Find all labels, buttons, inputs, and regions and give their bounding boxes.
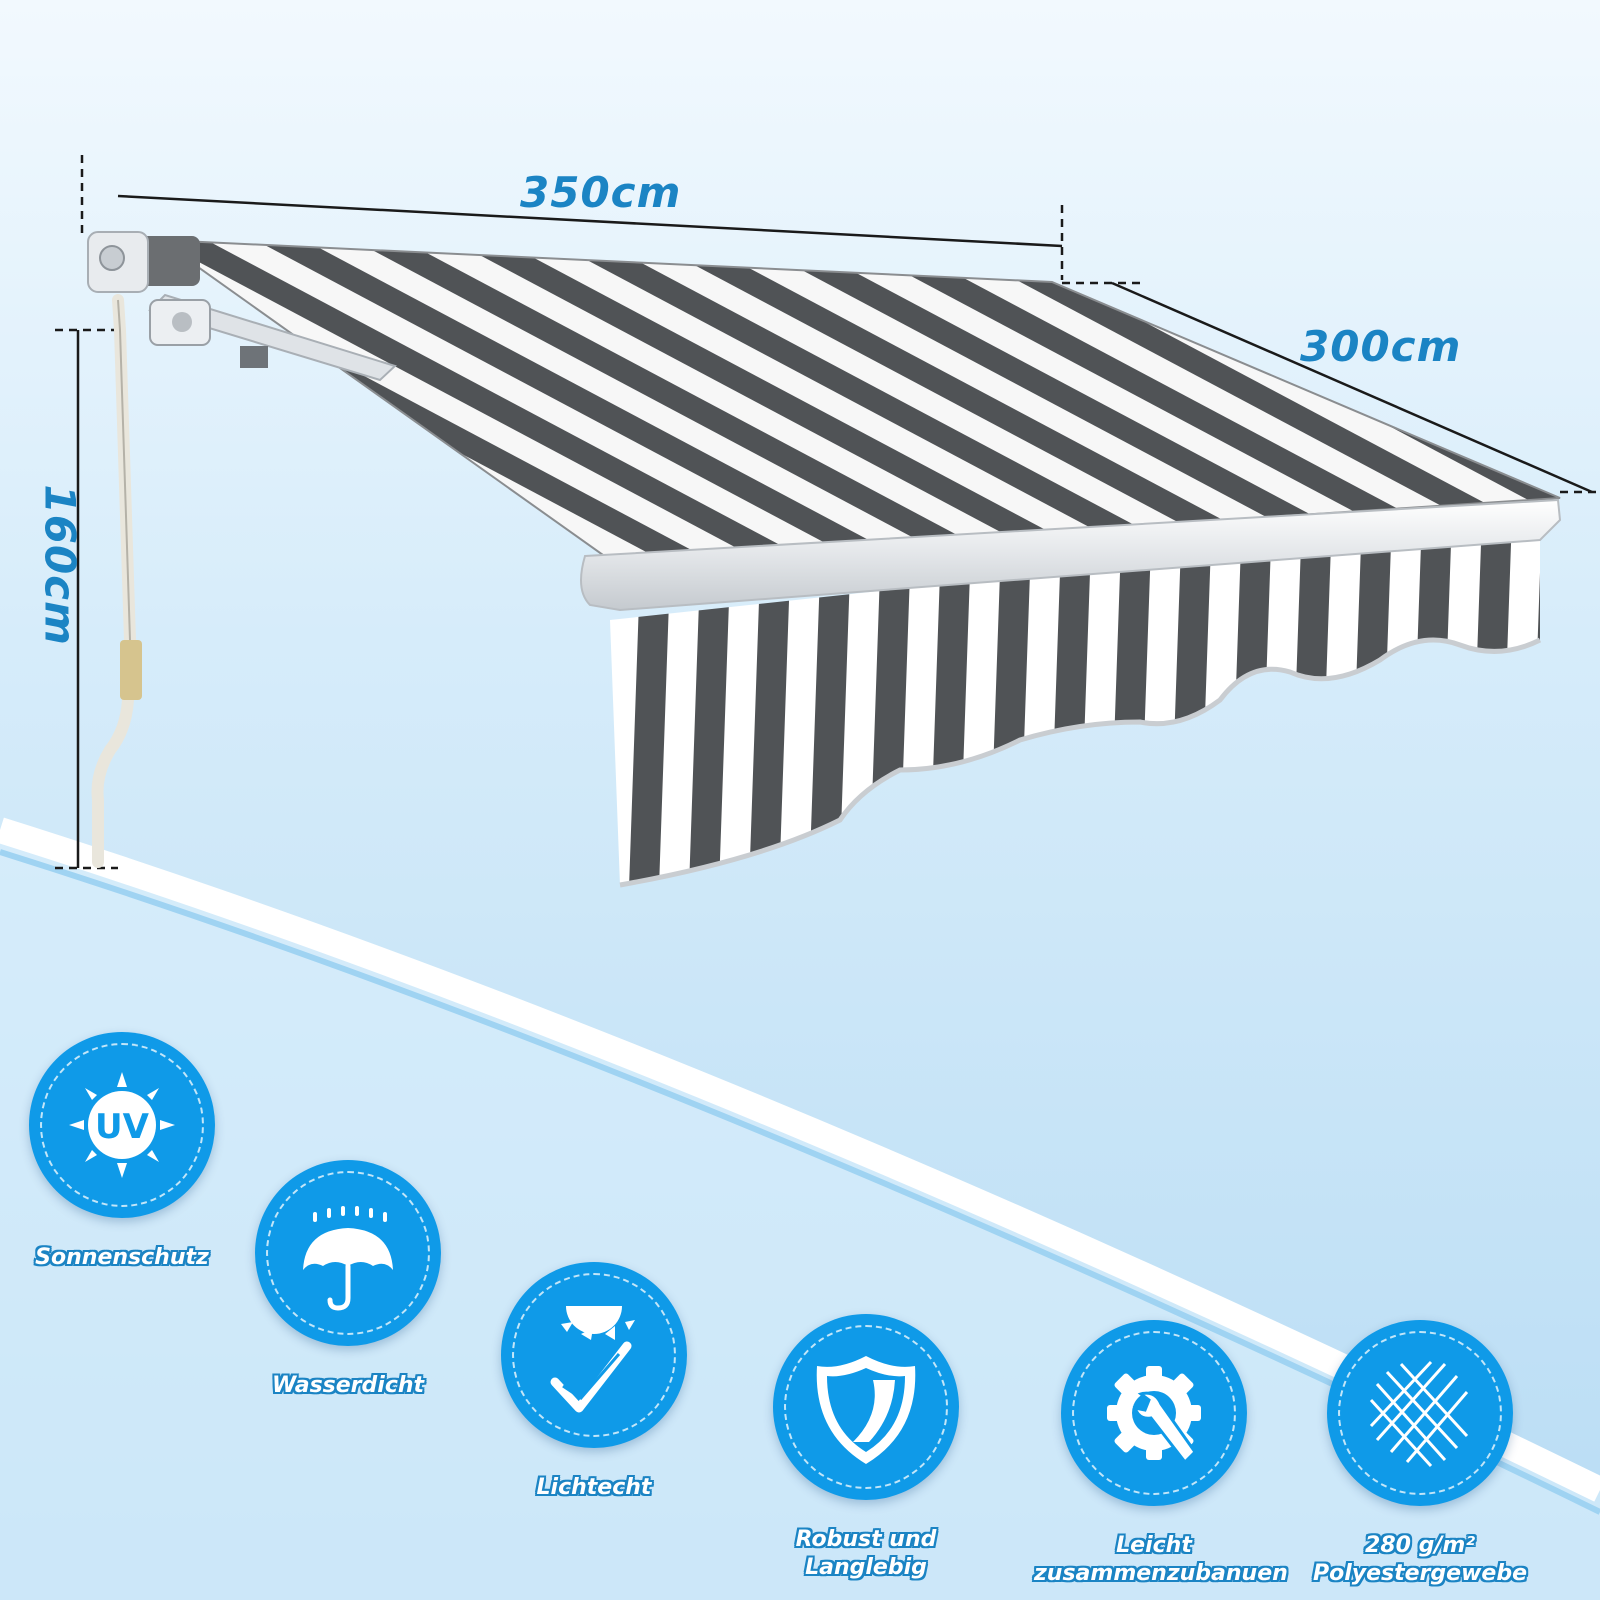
feature-label: Sonnenschutz [35, 1245, 209, 1270]
width-label: 350cm [520, 168, 682, 217]
awning-roof [156, 238, 1561, 562]
background-curve-line [0, 817, 1600, 1502]
shield-icon [773, 1314, 959, 1500]
fabric-mesh-icon [1327, 1320, 1513, 1506]
feature-label: Robust und Langlebig [746, 1526, 986, 1582]
feature-label: Leicht zusammenzubanuen [1034, 1532, 1288, 1588]
feature-label: 280 g/m² Polyestergewebe [1300, 1532, 1540, 1588]
svg-text:UV: UV [95, 1107, 150, 1147]
feature-label-line2: Langlebig [805, 1555, 927, 1580]
awning-valance [610, 520, 1540, 885]
feature-easy-assembly: Leicht zusammenzubanuen [1034, 1320, 1288, 1588]
feature-label-line2: zusammenzubanuen [1034, 1561, 1288, 1586]
feature-label-line2: Polyestergewebe [1312, 1561, 1527, 1586]
feature-waterproof: Wasserdicht [228, 1160, 468, 1400]
gear-wrench-icon [1061, 1320, 1247, 1506]
uv-sun-icon: UV [29, 1032, 215, 1218]
front-bar [580, 498, 1562, 612]
height-label: 160cm [35, 484, 85, 646]
feature-fabric: 280 g/m² Polyestergewebe [1300, 1320, 1540, 1588]
feature-label: Wasserdicht [271, 1373, 425, 1398]
sun-checkmark-icon [501, 1262, 687, 1448]
feature-label-line1: Leicht [1116, 1533, 1192, 1558]
feature-robust: Robust und Langlebig [746, 1314, 986, 1582]
depth-label: 300cm [1300, 322, 1462, 371]
dimension-lines [55, 155, 1600, 870]
feature-label-line1: Robust und [795, 1527, 937, 1552]
feature-label-line1: 280 g/m² [1365, 1533, 1475, 1558]
feature-label: Lichtecht [536, 1475, 652, 1500]
feature-sun-protection: UV Sonnenschutz [2, 1032, 242, 1272]
feature-lightfast: Lichtecht [474, 1262, 714, 1502]
crank-handle [91, 294, 137, 868]
umbrella-rain-icon [255, 1160, 441, 1346]
